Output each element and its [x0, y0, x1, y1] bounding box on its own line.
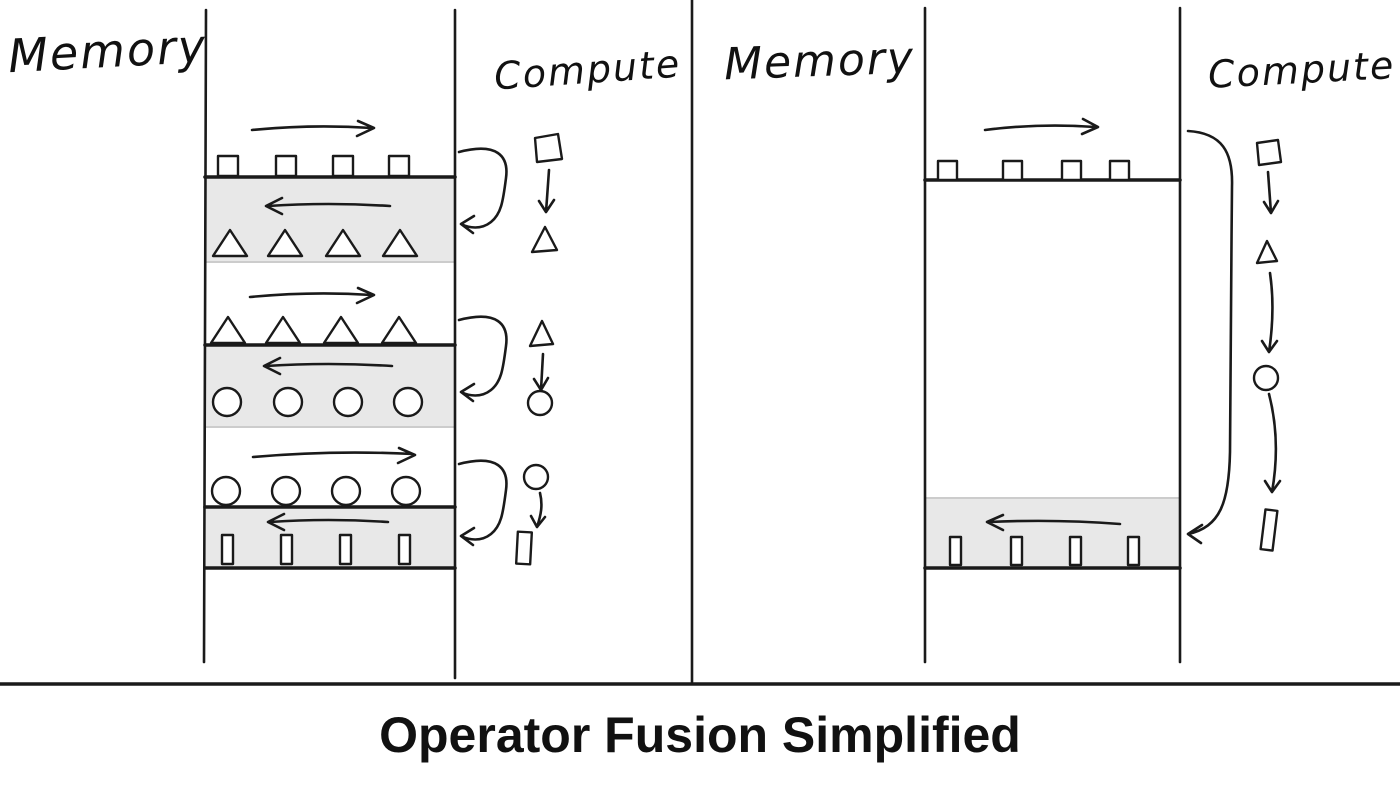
circle-shape [210, 475, 242, 507]
square-shape [274, 154, 298, 178]
loop-arrow-icon [457, 459, 508, 547]
rect-shape [514, 530, 534, 566]
triangle-shape [1255, 239, 1279, 265]
squares-row [936, 159, 1131, 182]
right-arrow-icon [250, 119, 376, 138]
op-square-to-triangle [530, 132, 564, 254]
circle-shape [332, 386, 364, 418]
circle-shape [272, 386, 304, 418]
right-arrow-icon [248, 286, 376, 305]
right-band [926, 498, 1179, 568]
triangle-shape [266, 228, 304, 258]
triangles-row [209, 315, 418, 345]
loop-arrow-icon [457, 147, 508, 235]
circle-shape [390, 475, 422, 507]
rect-shape [948, 535, 963, 567]
rect-shape [1259, 508, 1279, 552]
left-arrow-icon [262, 356, 394, 376]
triangle-shape [381, 228, 419, 258]
circle-shape [522, 463, 550, 491]
triangle-shape [324, 228, 362, 258]
down-arrow-icon [1260, 271, 1279, 354]
square-shape [216, 154, 240, 178]
right-panel [923, 6, 1283, 664]
square-shape [1108, 159, 1131, 182]
circle-shape [270, 475, 302, 507]
triangle-shape [211, 228, 249, 258]
rect-shape [279, 533, 294, 566]
square-shape [1060, 159, 1083, 182]
fused-op-chain [1252, 138, 1283, 552]
square-shape [1001, 159, 1024, 182]
left-arrow-icon [985, 513, 1122, 532]
down-arrow-icon [532, 352, 550, 392]
right-arrow-icon [983, 117, 1100, 136]
triangle-shape [380, 315, 418, 345]
square-shape [533, 132, 564, 164]
circles-row [210, 475, 422, 507]
left-panel [202, 8, 564, 680]
triangle-shape [528, 319, 555, 348]
square-shape [1255, 138, 1283, 167]
fused-loop-arrow-icon [1186, 129, 1234, 545]
triangle-shape [264, 315, 302, 345]
circles-row [211, 386, 424, 418]
op-circle-to-rect [514, 463, 550, 566]
left-memory-label: Memory [6, 18, 209, 84]
loop-arrow-icon [457, 315, 508, 403]
left-arrow-icon [266, 512, 390, 532]
right-memory-label: Memory [723, 32, 916, 91]
rects-row [948, 535, 1141, 567]
squares-row [216, 154, 411, 178]
rect-shape [1009, 535, 1024, 567]
rect-shape [338, 533, 353, 566]
down-arrow-icon [1263, 392, 1282, 494]
left-band-3 [206, 507, 455, 568]
rect-shape [1126, 535, 1141, 567]
rect-shape [220, 533, 235, 566]
circle-shape [526, 389, 554, 417]
down-arrow-icon [529, 491, 547, 529]
op-triangle-to-circle [526, 319, 555, 417]
circle-shape [1252, 364, 1280, 392]
down-arrow-icon [537, 168, 556, 214]
square-shape [936, 159, 959, 182]
triangle-shape [530, 225, 559, 254]
circle-shape [392, 386, 424, 418]
triangles-row [211, 228, 419, 258]
left-band-2 [206, 345, 455, 427]
circle-shape [330, 475, 362, 507]
diagram-title: Operator Fusion Simplified [379, 707, 1021, 763]
square-shape [331, 154, 355, 178]
triangle-shape [209, 315, 247, 345]
left-arrow-icon [264, 196, 392, 216]
down-arrow-icon [1262, 170, 1280, 215]
circle-shape [211, 386, 243, 418]
rect-shape [397, 533, 412, 566]
triangle-shape [322, 315, 360, 345]
rects-row [220, 533, 412, 566]
left-memory-wall-left [202, 8, 208, 664]
rect-shape [1068, 535, 1083, 567]
right-arrow-icon [251, 446, 417, 465]
square-shape [387, 154, 411, 178]
